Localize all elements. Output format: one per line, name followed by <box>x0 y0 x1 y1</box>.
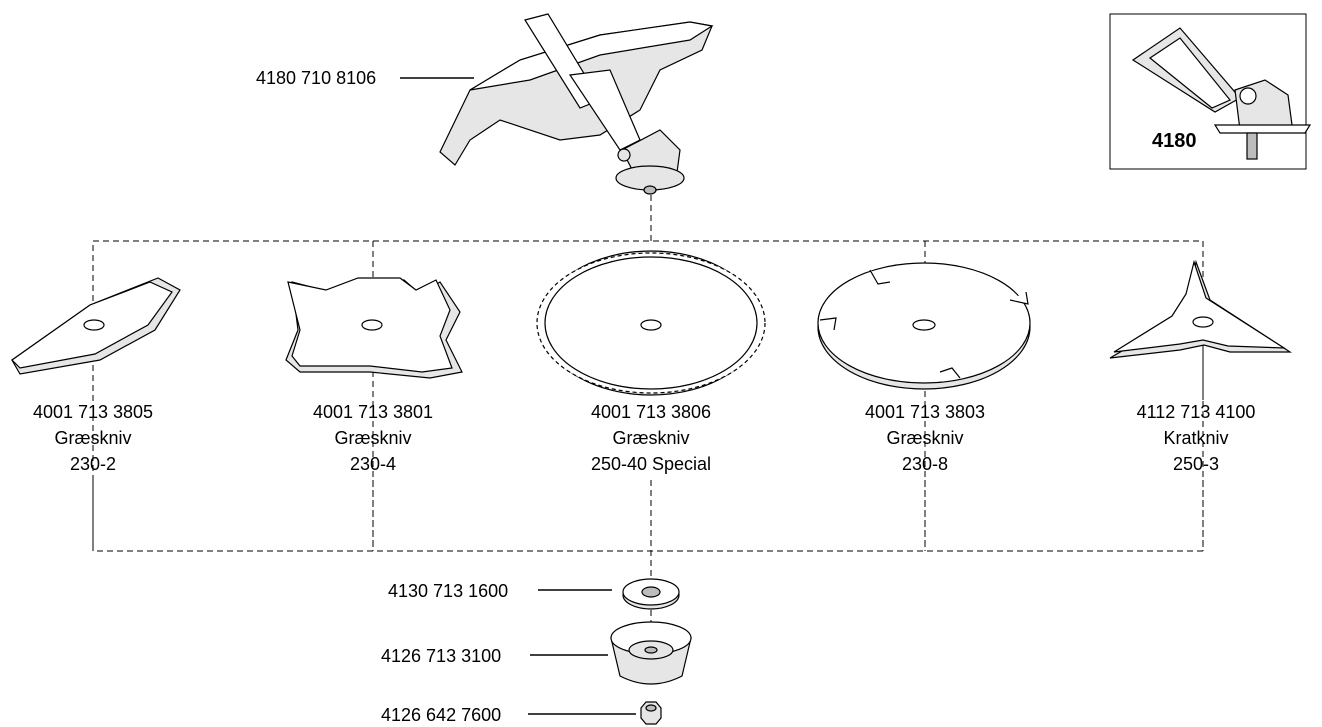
nut-part-number: 4126 642 7600 <box>381 705 501 725</box>
thrust-washer-part-number: 4130 713 1600 <box>388 581 508 601</box>
blade-size: 230-2 <box>70 454 116 474</box>
blade-230-4-icon <box>285 277 463 379</box>
blade-part-number: 4001 713 3806 <box>591 402 711 422</box>
gear-head-inset-icon <box>1131 27 1312 160</box>
thrust-plate-part-number: 4126 713 3100 <box>381 646 501 666</box>
blade-part-number: 4001 713 3803 <box>865 402 985 422</box>
blade-name: Græskniv <box>334 428 411 448</box>
guard-part-number: 4180 710 8106 <box>256 68 376 88</box>
blade-230-8-icon <box>817 262 1031 390</box>
blade-name: Kratkniv <box>1163 428 1228 448</box>
blade-label-230-8: 4001 713 3803 Græskniv 230-8 <box>865 402 985 474</box>
blade-label-230-4: 4001 713 3801 Græskniv 230-4 <box>313 402 433 474</box>
blade-size: 230-4 <box>350 454 396 474</box>
guard-assembly-icon <box>439 13 714 195</box>
blade-label-230-2: 4001 713 3805 Græskniv 230-2 <box>33 402 153 474</box>
blade-size: 250-3 <box>1173 454 1219 474</box>
thrust-washer-icon <box>622 578 680 610</box>
blade-size: 250-40 Special <box>591 454 711 474</box>
blade-name: Græskniv <box>886 428 963 448</box>
blade-250-3-icon <box>1109 259 1293 359</box>
blade-part-number: 4001 713 3805 <box>33 402 153 422</box>
blade-label-250-3: 4112 713 4100 Kratkniv 250-3 <box>1137 402 1256 474</box>
blade-part-number: 4112 713 4100 <box>1137 402 1256 422</box>
blade-name: Græskniv <box>612 428 689 448</box>
nut-icon <box>640 701 662 725</box>
blade-250-40-icon <box>536 250 766 396</box>
blade-label-250-40: 4001 713 3806 Græskniv 250-40 Special <box>591 402 711 474</box>
inset-label: 4180 <box>1152 130 1197 152</box>
blade-part-number: 4001 713 3801 <box>313 402 433 422</box>
thrust-plate-icon <box>610 621 692 685</box>
blade-name: Græskniv <box>54 428 131 448</box>
blade-size: 230-8 <box>902 454 948 474</box>
blade-230-2-icon <box>11 277 181 375</box>
